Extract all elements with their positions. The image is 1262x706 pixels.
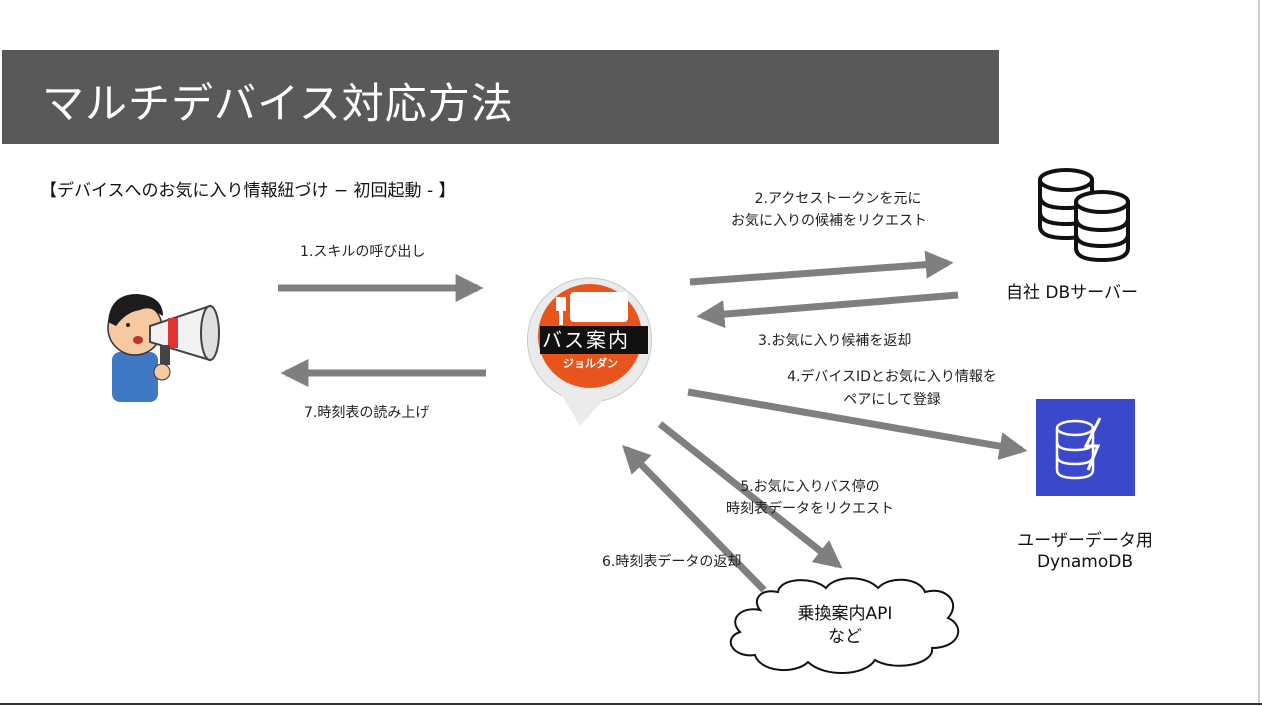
api-cloud-shape [729, 577, 960, 674]
step-2-label-line1: 2.アクセストークンを元に [754, 191, 922, 207]
dynamodb-icon [1036, 399, 1135, 496]
arrow-6-return-api [622, 444, 767, 593]
arrow-4-register-dynamodb [687, 388, 1028, 460]
step-2-label-line2: お気に入りの候補をリクエスト [731, 213, 927, 229]
database-icon [1038, 168, 1130, 263]
arrow-5-request-api [657, 421, 843, 569]
step-4-label-line2: ペアにして登録 [843, 392, 941, 408]
api-label-line2: など [828, 627, 862, 647]
step-4-label-line1: 4.デバイスIDとお気に入り情報を [787, 369, 997, 385]
slide-edge-right [1258, 0, 1260, 706]
arrow-2-request-db [689, 250, 954, 286]
slide-title: マルチデバイス対応方法 [42, 79, 514, 128]
slide-edge-bottom [0, 703, 1262, 705]
arrow-3-return-db [696, 291, 959, 329]
bus-app-icon [527, 277, 652, 426]
step-7-label: 7.時刻表の読み上げ [304, 405, 430, 421]
app-icon-name: バス案内 [542, 328, 630, 352]
step-5-label-line2: 時刻表データをリクエスト [726, 501, 894, 517]
dynamodb-label-line1: ユーザーデータ用 [1017, 531, 1153, 551]
user-megaphone-icon [107, 294, 220, 402]
step-3-label: 3.お気に入り候補を返却 [758, 333, 912, 349]
api-label-line1: 乗換案内API [797, 604, 893, 624]
dynamodb-label-line2: DynamoDB [1036, 552, 1134, 572]
title-bar [2, 50, 999, 144]
slide-subtitle: 【デバイスへのお気に入り情報紐づけ − 初回起動 - 】 [40, 181, 456, 201]
app-icon-brand: ジョルダン [563, 357, 618, 370]
db-server-label: 自社 DBサーバー [1006, 283, 1138, 303]
step-5-label-line1: 5.お気に入りバス停の [740, 479, 880, 495]
step-6-label: 6.時刻表データの返却 [602, 554, 742, 570]
step-1-label: 1.スキルの呼び出し [300, 244, 426, 260]
